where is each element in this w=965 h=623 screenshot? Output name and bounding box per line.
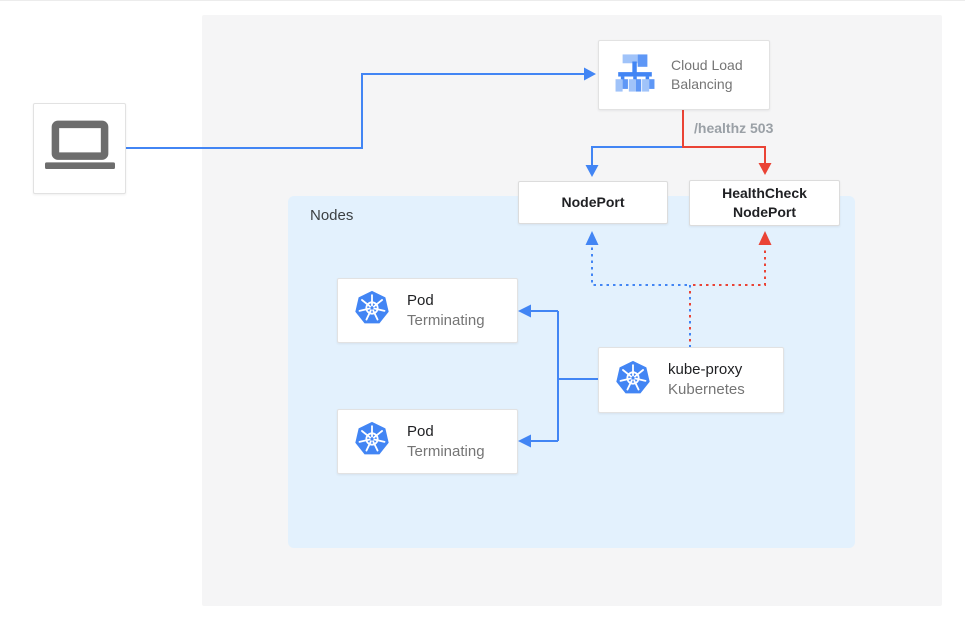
cloud-load-balancing: Cloud Load Balancing <box>598 40 770 110</box>
kube-proxy-subtitle: Kubernetes <box>668 381 745 398</box>
top-divider <box>0 0 965 1</box>
pod-status: Terminating <box>407 442 485 460</box>
healthz-label: /healthz 503 <box>694 120 774 136</box>
pod-terminating-2: Pod Terminating <box>337 409 518 474</box>
pod-title: Pod <box>407 291 434 309</box>
healthcheck-nodeport-box: HealthCheck NodePort <box>689 180 840 226</box>
cloud-load-balancing-icon <box>612 52 658 99</box>
client-device <box>33 103 126 194</box>
nodes-group-label: Nodes <box>310 207 354 224</box>
kubernetes-icon <box>614 359 652 402</box>
pod-terminating-1: Pod Terminating <box>337 278 518 343</box>
cloud-load-balancing-label: Cloud Load Balancing <box>671 57 743 92</box>
laptop-icon <box>44 120 115 178</box>
pod-status: Terminating <box>407 311 485 329</box>
kubernetes-icon <box>353 289 391 332</box>
pod-title: Pod <box>407 422 434 440</box>
kubernetes-icon <box>353 420 391 463</box>
kube-proxy-title: kube-proxy <box>668 361 743 378</box>
kube-proxy-box: kube-proxy Kubernetes <box>598 347 784 413</box>
nodeport-box: NodePort <box>518 181 668 224</box>
